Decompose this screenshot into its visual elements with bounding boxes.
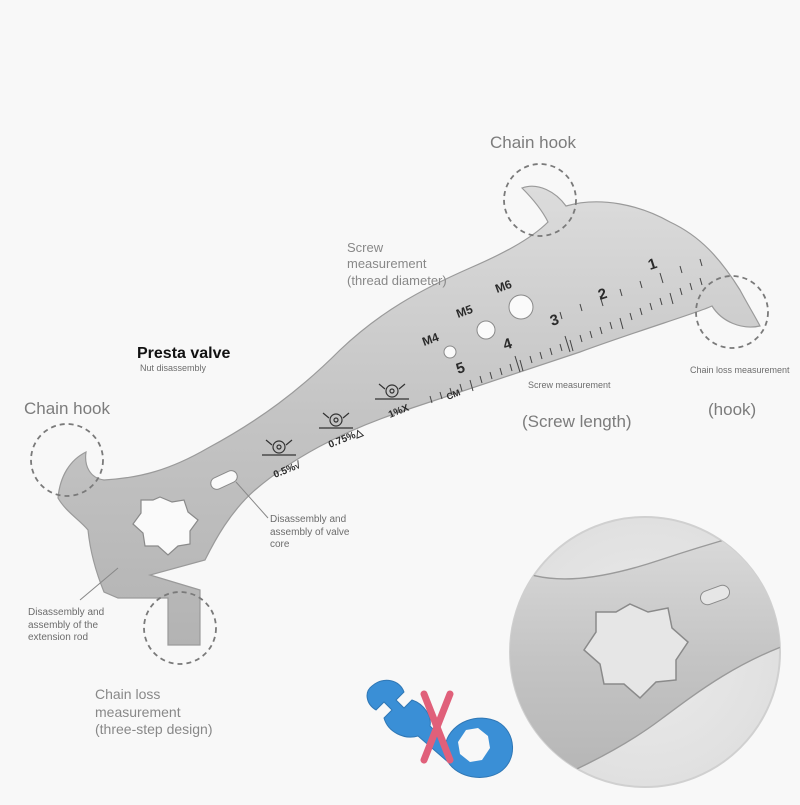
callout-chain-hook-top — [503, 163, 577, 237]
thread-size-m5: M5 — [454, 302, 475, 321]
callout-hook-right — [695, 275, 769, 349]
callout-chain-hook-left — [30, 423, 104, 497]
label-valve-core: Disassembly and assembly of valve core — [270, 514, 349, 552]
thread-size-m4: M4 — [420, 330, 441, 349]
ruler-top-ticks — [559, 258, 703, 320]
label-chain-loss-small: Chain loss measurement — [690, 365, 790, 375]
tool-body — [57, 185, 761, 646]
competitor-tool — [366, 679, 513, 778]
label-valve-core-line3: core — [270, 539, 290, 550]
label-presta-valve: Presta valve — [137, 345, 231, 362]
callout-circles — [30, 163, 769, 665]
label-screw-thread: Screw measurement (thread diameter) — [347, 240, 447, 289]
wear-gauge-icons — [262, 383, 409, 456]
presta-nut-hole — [132, 496, 199, 556]
label-hook: (hook) — [708, 400, 757, 419]
thread-hole-m4 — [443, 345, 457, 359]
ruler-unit: CM — [445, 387, 462, 402]
label-chain-loss-line2: measurement — [95, 703, 181, 720]
label-extension-rod-line3: extension rod — [28, 632, 89, 643]
thread-size-m6: M6 — [493, 277, 514, 296]
cross-mark-icon — [420, 690, 454, 764]
valve-core-slot — [210, 470, 238, 490]
label-valve-core-line2: assembly of valve — [270, 526, 350, 538]
label-chain-hook-top: Chain hook — [490, 133, 577, 152]
label-extension-rod-line1: Disassembly and — [28, 607, 105, 618]
label-valve-core-line1: Disassembly and — [270, 514, 347, 525]
label-screw-thread-line3: (thread diameter) — [347, 272, 447, 288]
label-screw-thread-line1: Screw — [347, 240, 384, 255]
callout-chain-loss — [143, 591, 217, 665]
label-extension-rod: Disassembly and assembly of the extensio… — [28, 607, 104, 645]
label-chain-loss-line3: (three-step design) — [95, 721, 213, 737]
thread-hole-m5 — [476, 320, 496, 340]
label-presta-sub: Nut disassembly — [140, 363, 207, 373]
label-screw-thread-line2: measurement — [347, 256, 427, 272]
label-screw-length: (Screw length) — [522, 412, 632, 431]
ruler-ticks — [429, 277, 703, 404]
leader-line-extension — [79, 567, 119, 601]
thread-hole-m6 — [508, 294, 534, 320]
zoom-inset — [509, 516, 781, 788]
label-extension-rod-line2: assembly of the — [28, 619, 99, 631]
label-chain-loss-big: Chain loss measurement (three-step desig… — [95, 686, 213, 739]
leader-line-valve-core — [235, 481, 269, 519]
label-screw-measurement-small: Screw measurement — [528, 380, 611, 390]
label-chain-loss-line1: Chain loss — [95, 686, 161, 702]
label-chain-hook-left: Chain hook — [24, 399, 111, 418]
